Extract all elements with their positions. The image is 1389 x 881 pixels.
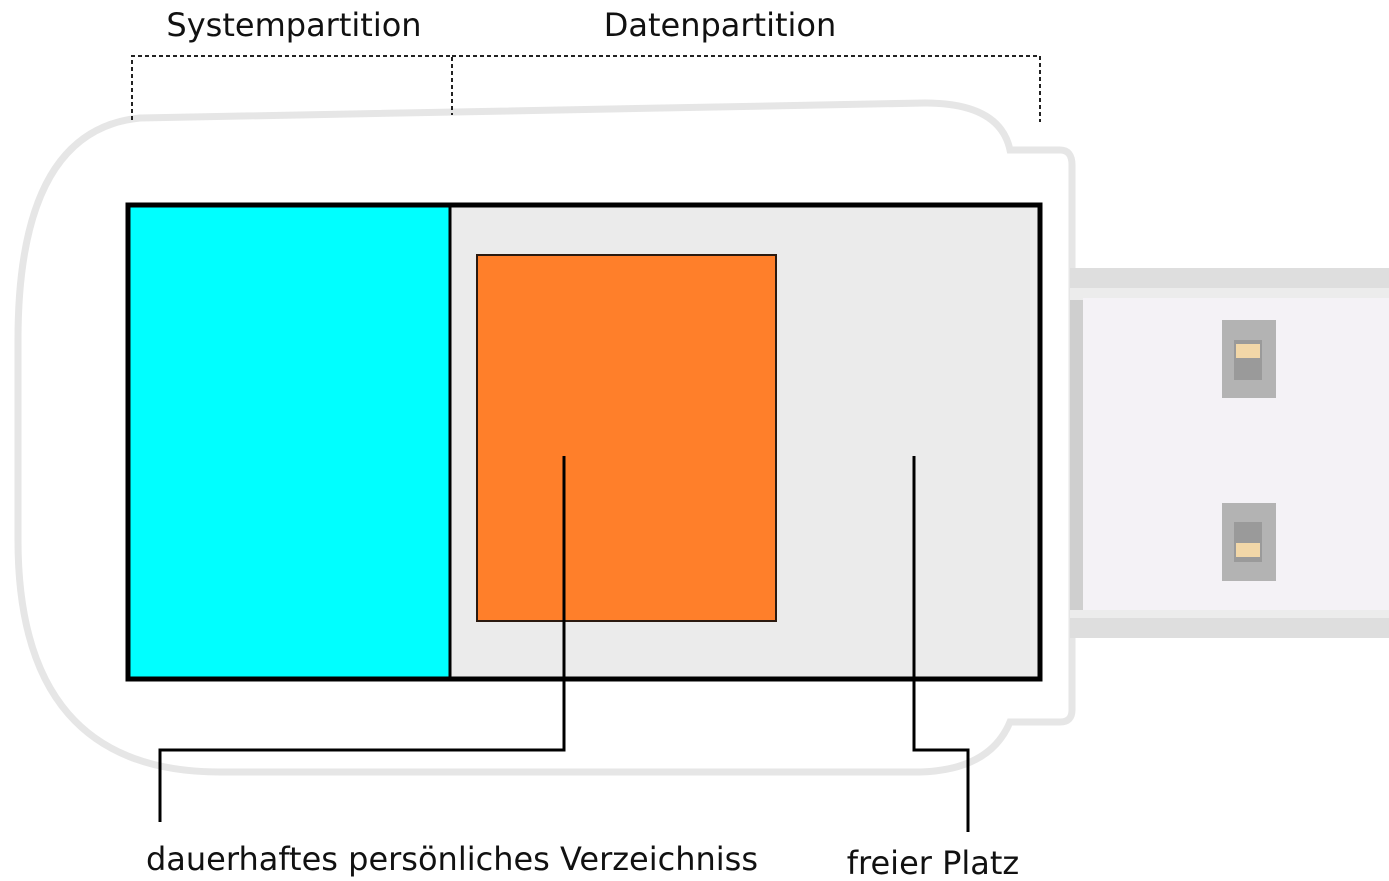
free-space-label: freier Platz [847, 844, 1019, 881]
persistent-home-block [476, 254, 777, 622]
system-partition-block [128, 205, 450, 679]
partition-brackets [131, 55, 1041, 122]
drive-outline [125, 202, 1043, 682]
connector-pin-bottom [1222, 503, 1276, 581]
data-partition-bracket [452, 55, 1041, 122]
free-space-leader [912, 456, 970, 832]
usb-connector-icon [1070, 268, 1389, 638]
persistent-home-leader [158, 456, 566, 822]
system-partition-label: Systempartition [166, 6, 421, 44]
persistent-home-label: dauerhaftes persönliches Verzeichniss [146, 840, 758, 878]
connector-pin-top [1222, 320, 1276, 398]
data-partition-label: Datenpartition [604, 6, 837, 44]
system-partition-bracket [131, 55, 453, 120]
